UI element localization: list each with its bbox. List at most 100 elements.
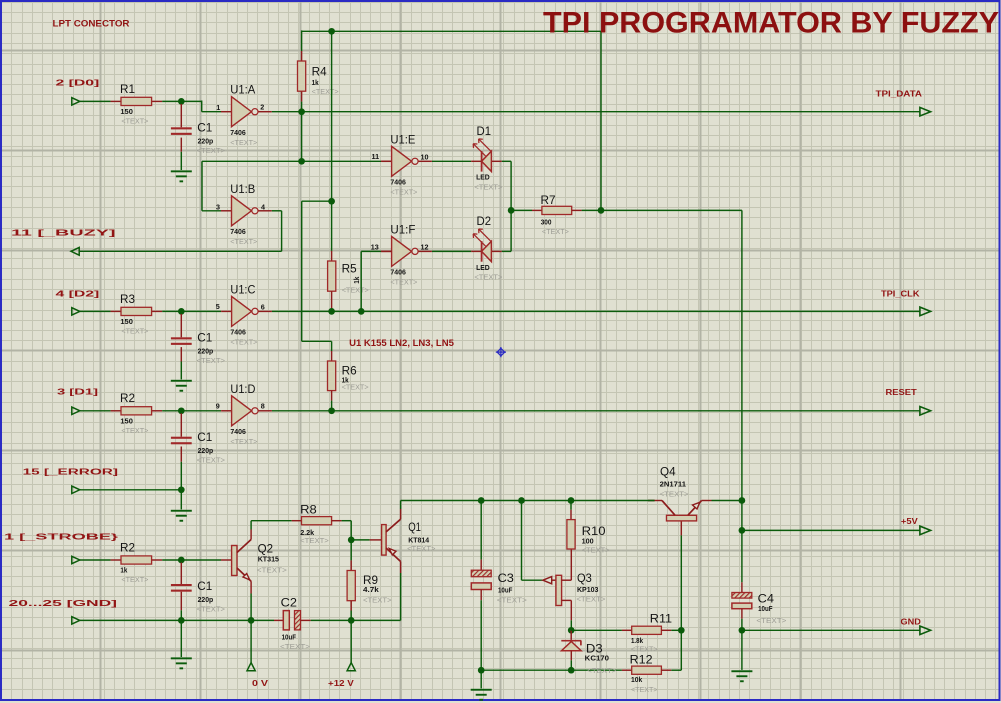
svg-text:<TEXT>: <TEXT> — [474, 272, 502, 281]
svg-text:<TEXT>: <TEXT> — [631, 685, 658, 694]
svg-text:+5V: +5V — [901, 517, 919, 526]
svg-text:<TEXT>: <TEXT> — [587, 666, 616, 675]
svg-text:RESET: RESET — [886, 388, 917, 397]
svg-text:R11: R11 — [650, 613, 672, 625]
svg-text:D2: D2 — [477, 216, 492, 228]
svg-text:150: 150 — [120, 107, 132, 116]
svg-text:TPI PROGRAMATOR BY FUZZY: TPI PROGRAMATOR BY FUZZY — [543, 7, 999, 40]
svg-text:<TEXT>: <TEXT> — [121, 575, 148, 584]
svg-text:Q1: Q1 — [408, 522, 421, 534]
svg-text:1.8k: 1.8k — [631, 636, 643, 645]
svg-text:4.7k: 4.7k — [363, 585, 379, 594]
svg-text:D1: D1 — [477, 126, 492, 138]
svg-text:4: 4 — [261, 203, 265, 212]
svg-text:<TEXT>: <TEXT> — [312, 87, 339, 96]
svg-text:20...25 [GND]: 20...25 [GND] — [9, 599, 118, 608]
svg-text:LED: LED — [476, 173, 490, 182]
svg-text:<TEXT>: <TEXT> — [257, 565, 287, 574]
svg-text:<TEXT>: <TEXT> — [197, 356, 225, 365]
svg-text:<TEXT>: <TEXT> — [542, 227, 569, 236]
svg-text:10uF: 10uF — [758, 604, 773, 613]
svg-text:Q3: Q3 — [577, 573, 592, 585]
svg-text:2N1711: 2N1711 — [660, 480, 686, 489]
svg-text:C4: C4 — [758, 594, 775, 606]
svg-text:<TEXT>: <TEXT> — [660, 490, 689, 499]
svg-text:1 [_STROBE}: 1 [_STROBE} — [4, 533, 118, 542]
svg-text:<TEXT>: <TEXT> — [197, 146, 225, 155]
svg-text:2: 2 — [260, 103, 264, 112]
svg-text:KT814: KT814 — [408, 535, 429, 544]
svg-text:<TEXT>: <TEXT> — [121, 116, 148, 125]
svg-text:KC170: KC170 — [585, 654, 609, 663]
svg-text:U1:E: U1:E — [390, 134, 415, 146]
svg-text:<TEXT>: <TEXT> — [390, 278, 417, 287]
svg-text:C1: C1 — [197, 333, 212, 345]
svg-text:1k: 1k — [120, 566, 127, 575]
svg-text:8: 8 — [261, 401, 265, 410]
svg-text:R4: R4 — [312, 66, 328, 78]
svg-text:7406: 7406 — [390, 178, 406, 187]
svg-text:<TEXT>: <TEXT> — [342, 286, 369, 295]
svg-text:15 [_ERROR]: 15 [_ERROR] — [23, 467, 119, 476]
svg-text:R12: R12 — [630, 654, 653, 666]
svg-text:<TEXT>: <TEXT> — [390, 188, 417, 197]
svg-text:<TEXT>: <TEXT> — [497, 596, 527, 605]
svg-text:150: 150 — [120, 416, 132, 425]
svg-text:U1 K155 LN2, LN3, LN5: U1 K155 LN2, LN3, LN5 — [349, 338, 454, 348]
svg-text:<TEXT>: <TEXT> — [582, 545, 610, 554]
svg-text:0 V: 0 V — [252, 679, 269, 688]
svg-text:+12 V: +12 V — [328, 679, 355, 688]
svg-text:C1: C1 — [197, 432, 212, 444]
svg-text:5: 5 — [216, 302, 220, 311]
svg-text:D3: D3 — [586, 643, 603, 655]
svg-text:<TEXT>: <TEXT> — [121, 326, 148, 335]
svg-text:R2: R2 — [120, 393, 135, 405]
svg-text:<TEXT>: <TEXT> — [300, 536, 329, 545]
svg-text:R9: R9 — [363, 575, 378, 587]
svg-text:<TEXT>: <TEXT> — [631, 645, 658, 654]
svg-text:<TEXT>: <TEXT> — [363, 595, 392, 604]
svg-text:C1: C1 — [197, 581, 212, 593]
svg-text:U1:F: U1:F — [390, 224, 415, 236]
svg-text:Q4: Q4 — [660, 466, 676, 478]
svg-text:220p: 220p — [198, 446, 214, 455]
svg-text:7406: 7406 — [390, 268, 406, 277]
svg-text:TPI_CLK: TPI_CLK — [881, 289, 920, 298]
svg-text:2 [D0]: 2 [D0] — [56, 78, 100, 87]
svg-text:R7: R7 — [541, 195, 556, 207]
svg-text:10k: 10k — [631, 675, 642, 684]
svg-text:<TEXT>: <TEXT> — [474, 182, 502, 191]
svg-text:<TEXT>: <TEXT> — [576, 594, 605, 603]
svg-text:U1:C: U1:C — [230, 284, 255, 296]
svg-text:1k: 1k — [352, 277, 361, 284]
svg-text:220p: 220p — [198, 347, 214, 356]
svg-text:<TEXT>: <TEXT> — [121, 426, 148, 435]
svg-text:LPT CONECTOR: LPT CONECTOR — [53, 18, 130, 28]
svg-text:3 [D1]: 3 [D1] — [57, 388, 99, 397]
svg-text:150: 150 — [120, 317, 132, 326]
svg-text:R6: R6 — [342, 366, 357, 378]
svg-text:LED: LED — [476, 263, 490, 272]
svg-text:<TEXT>: <TEXT> — [230, 138, 257, 147]
svg-text:<TEXT>: <TEXT> — [342, 382, 369, 391]
svg-text:TPI_DATA: TPI_DATA — [876, 90, 923, 99]
svg-text:11 [_BUZY]: 11 [_BUZY] — [11, 229, 116, 238]
svg-text:9: 9 — [216, 401, 220, 410]
svg-text:10: 10 — [421, 152, 429, 161]
svg-text:220p: 220p — [198, 595, 214, 604]
svg-text:3: 3 — [216, 202, 220, 211]
svg-text:U1:D: U1:D — [230, 384, 255, 396]
svg-text:<TEXT>: <TEXT> — [280, 642, 310, 651]
svg-text:<TEXT>: <TEXT> — [197, 605, 225, 614]
svg-text:R2: R2 — [120, 542, 135, 554]
svg-text:7406: 7406 — [230, 227, 246, 236]
svg-text:KT315: KT315 — [258, 555, 279, 564]
svg-text:C1: C1 — [197, 123, 212, 135]
svg-text:11: 11 — [372, 152, 380, 161]
svg-text:GND: GND — [901, 617, 922, 626]
svg-text:1k: 1k — [342, 376, 349, 385]
svg-text:13: 13 — [371, 242, 379, 251]
svg-text:R8: R8 — [300, 505, 317, 517]
svg-text:7406: 7406 — [230, 427, 246, 436]
svg-text:C2: C2 — [281, 597, 297, 609]
